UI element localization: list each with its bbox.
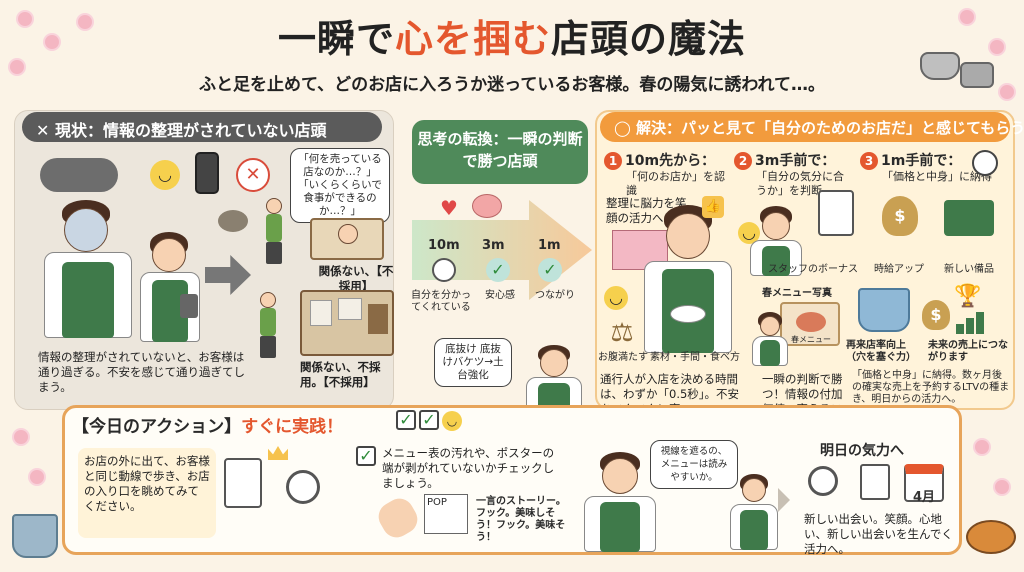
- action-check-item: ✓ メニュー表の汚れや、ポスターの端が剥がれていないかチェックしましょう。: [356, 446, 556, 491]
- staff-woman-illustration: [750, 312, 790, 368]
- pot-icon: [960, 62, 994, 88]
- readability-bubble: 視線を遮るの、メニューは読みやすいか。: [650, 440, 738, 489]
- current-state-header: ✕ 現状：情報の整理がされていない店頭: [22, 112, 382, 142]
- calendar-icon: 4月: [904, 464, 944, 505]
- stopwatch-icon: [432, 258, 456, 282]
- future-sales-label: 未来の売上につながります: [928, 340, 1008, 363]
- label-connection: つながり: [535, 290, 575, 301]
- phone-icon: [195, 152, 219, 194]
- spring-menu-photo-label: 春メニュー写真: [762, 288, 832, 299]
- checklist-icon: [818, 190, 854, 236]
- checklist-icon: [224, 458, 262, 508]
- irrelevant-label-1: 関係ない、【不採用】: [318, 264, 394, 293]
- magnifier-icon: [808, 466, 838, 496]
- scale-icon: ⚖: [610, 318, 634, 348]
- money-bag-icon: $: [922, 300, 950, 330]
- notepad-icon: [860, 464, 890, 500]
- trophy-icon: 🏆: [954, 284, 982, 309]
- bucket-icon: [12, 514, 58, 558]
- frying-pan-icon: [966, 520, 1016, 554]
- bucket-note-bubble: 底抜け 底抜けバケツ→土台強化: [434, 338, 512, 387]
- sakura-icon: [990, 40, 1004, 54]
- magnifier-icon: [286, 470, 320, 504]
- sigh-cloud-icon: [218, 210, 248, 232]
- money-bag-icon: $: [882, 196, 918, 236]
- growth-chart-icon: [956, 310, 996, 334]
- distance-1m: 1m: [538, 238, 561, 253]
- bucket-icon: [858, 288, 910, 332]
- smile-icon: ◡: [738, 222, 760, 244]
- ingredients-label: 素材・手間・食べ方: [650, 352, 740, 363]
- kettle-icon: [920, 52, 960, 80]
- brain-icon: [472, 194, 502, 218]
- story-hook-text: 一言のストーリー。フック。美味しそう！フック。美味そう！: [476, 496, 566, 543]
- final-note: 新しい出会い。笑顔。心地い、新しい出会いを生んでく活力へ。: [804, 512, 953, 556]
- pop-card-icon: POP: [424, 494, 468, 534]
- equipment-label: 新しい備品: [944, 264, 994, 275]
- sakura-icon: [30, 470, 44, 484]
- stopwatch-icon: [972, 150, 998, 176]
- sakura-icon: [45, 35, 59, 49]
- staff-woman-illustration: [748, 206, 804, 276]
- walking-man-illustration: [256, 292, 280, 358]
- smile-icon: ◡: [150, 160, 180, 190]
- thumbs-up-icon: 👍: [702, 196, 724, 218]
- solution-header: ◯ 解決：パッと見て「自分のためのお店だ」と感じてもらう: [600, 112, 1024, 142]
- smile-energy-note: 整理に脳力を笑顔の活力へ: [606, 196, 687, 225]
- sakura-icon: [1000, 85, 1014, 99]
- staff-woman-illustration: [728, 474, 780, 552]
- walking-man-illustration: [262, 198, 286, 264]
- shop-window-illustration: [310, 218, 384, 260]
- question-bubble: 「何を売っている店なのか…？」「いくらくらいで食事ができるのか…？」: [290, 148, 390, 223]
- current-state-caption: 情報の整理がされていないと、お客様は通り過ぎる。不安を感じて通り過ぎてしまう。: [38, 350, 245, 394]
- check-icon: ✓: [538, 258, 562, 282]
- sakura-icon: [14, 430, 28, 444]
- register-icon: [944, 200, 994, 236]
- ltv-note: 「価格と中身」に納得。数ヶ月後の確実な売上を予約するLTVの種まき、明日からの活…: [852, 370, 1010, 405]
- raise-label: 時給アップ: [874, 264, 924, 275]
- check-icon: ✓: [486, 258, 510, 282]
- page-subtitle: ふと足を止めて、どのお店に入ろうか迷っているお客様。春の陽気に誘われて…。: [199, 75, 825, 95]
- checkbox-icon: ✓: [396, 410, 416, 430]
- sakura-icon: [18, 12, 32, 26]
- action-walk-box: お店の外に出て、お客様と同じ動線で歩き、お店の入り口を眺めてみてください。: [78, 448, 216, 538]
- menu-photo-illustration: 春メニュー: [780, 302, 840, 346]
- mindset-shift-header: 思考の転換：一瞬の判断で勝つ店頭: [412, 120, 588, 184]
- smile-icon: ◡: [442, 411, 462, 431]
- checkbox-icons: ✓✓◡: [396, 410, 462, 431]
- no-icon: ✕: [236, 158, 270, 192]
- sakura-icon: [995, 480, 1009, 494]
- bonus-label: スタッフのボーナス: [768, 264, 858, 275]
- checkbox-icon: ✓: [419, 410, 439, 430]
- action-walk-text: お店の外に出て、お客様と同じ動線で歩き、お店の入り口を眺めてみてください。: [84, 454, 210, 513]
- raincloud-icon: [40, 158, 118, 192]
- smile-icon: ◡: [604, 286, 628, 310]
- repeat-rate-label: 再来店率向上（穴を塞ぐ力）: [846, 340, 916, 363]
- label-relief: 安心感: [485, 290, 515, 301]
- smiling-staff-illustration: [580, 452, 660, 552]
- cluttered-shopfront-illustration: [300, 290, 394, 356]
- label-understood: 自分を分かってくれている: [411, 290, 471, 313]
- distance-3m: 3m: [482, 238, 505, 253]
- sakura-icon: [10, 60, 24, 74]
- staff-woman-illustration: [138, 232, 202, 344]
- page-title: 一瞬で心を掴む店頭の魔法: [277, 17, 747, 61]
- heart-icon: ♥: [440, 196, 458, 220]
- sakura-icon: [960, 10, 974, 24]
- irrelevant-label-2: 関係ない、不採用。【不採用】: [300, 360, 381, 389]
- sakura-icon: [78, 15, 92, 29]
- sakura-icon: [975, 440, 989, 454]
- distance-10m: 10m: [428, 238, 460, 253]
- tomorrow-energy-title: 明日の気力へ: [820, 443, 904, 459]
- today-action-header: 【今日のアクション】すぐに実践！: [72, 417, 344, 437]
- scale-label: お腹満たす: [598, 352, 648, 363]
- smiling-staff-illustration: [640, 205, 736, 355]
- worried-man-illustration: [40, 200, 140, 340]
